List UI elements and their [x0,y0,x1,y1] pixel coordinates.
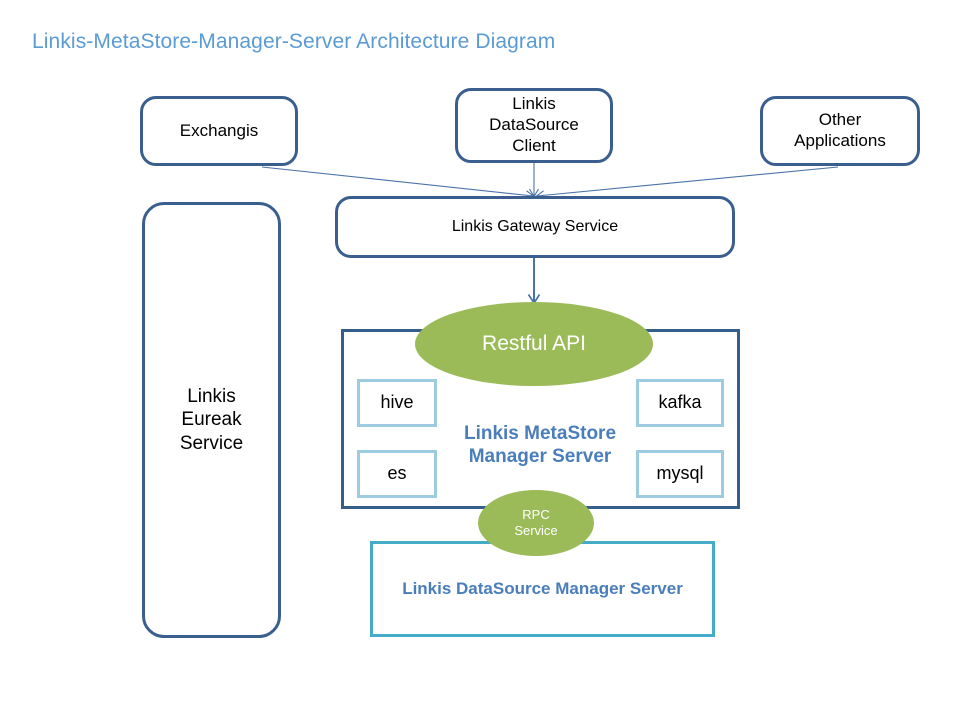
metastore-manager-server-label-wrap: Linkis MetaStore Manager Server [450,410,630,480]
datasource-manager-server-box[interactable]: Linkis DataSource Manager Server [370,541,715,637]
client-box-other-applications[interactable]: Other Applications [760,96,920,166]
page-title: Linkis-MetaStore-Manager-Server Architec… [32,30,556,53]
client-box-exchangis[interactable]: Exchangis [140,96,298,166]
gateway-label: Linkis Gateway Service [451,218,619,236]
restful-api-label: Restful API [482,332,586,356]
datasource-box-hive[interactable]: hive [357,379,437,427]
datasource-manager-server-label: Linkis DataSource Manager Server [402,578,683,598]
edge-other-applications-to-gateway [535,166,839,201]
datasource-label-mysql: mysql [656,463,704,484]
metastore-manager-server-label: Linkis MetaStore Manager Server [463,422,617,467]
datasource-box-mysql[interactable]: mysql [636,450,724,498]
client-label-exchangis: Exchangis [179,120,259,140]
edge-exchangis-to-gateway [261,166,535,201]
client-label-other-applications: Other Applications [794,110,886,150]
gateway-box[interactable]: Linkis Gateway Service [335,196,735,258]
datasource-box-kafka[interactable]: kafka [636,379,724,427]
datasource-label-es: es [387,463,407,484]
restful-api-ellipse[interactable]: Restful API [415,302,653,386]
eureka-service-label: Linkis Eureak Service [179,386,244,454]
datasource-label-kafka: kafka [658,392,702,413]
datasource-box-es[interactable]: es [357,450,437,498]
client-box-datasource-client[interactable]: Linkis DataSource Client [455,88,613,163]
eureka-service-box[interactable]: Linkis Eureak Service [142,202,281,638]
datasource-label-hive: hive [380,392,414,413]
rpc-service-label: RPC Service [514,507,558,538]
client-label-datasource-client: Linkis DataSource Client [489,94,579,155]
rpc-service-ellipse[interactable]: RPC Service [478,490,594,556]
